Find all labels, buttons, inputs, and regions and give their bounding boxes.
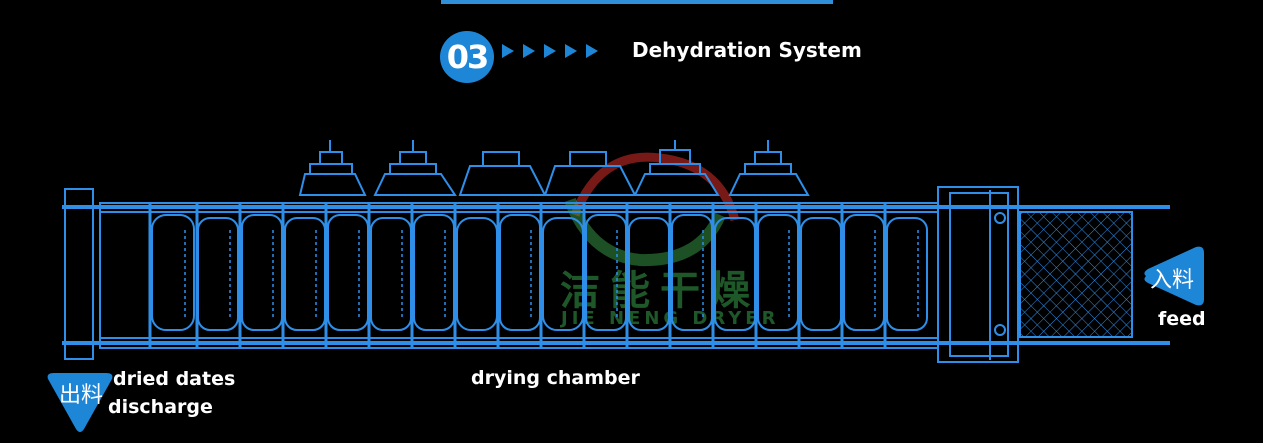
section-number: 03 (446, 38, 490, 76)
section-title: Dehydration System (632, 38, 862, 62)
watermark-text: 洁能干燥 (560, 268, 760, 314)
feed-label-cn: 入料 (1150, 268, 1195, 293)
triangle-right-icon (586, 44, 598, 58)
triangle-right-icon (502, 44, 514, 58)
triangle-right-icon (523, 44, 535, 58)
top-unit-6 (728, 140, 810, 196)
feed-label: feed (1158, 308, 1206, 330)
top-unit-4 (543, 151, 637, 196)
discharge-label-line2: discharge (108, 396, 213, 418)
discharge-label-cn: 出料 (59, 383, 104, 408)
triangle-right-icon (565, 44, 577, 58)
chamber-outline (99, 202, 939, 349)
feed-mesh (1019, 211, 1133, 338)
feed-badge: 入料 (1140, 243, 1206, 309)
top-unit-3 (458, 151, 547, 196)
top-unit-5 (633, 140, 720, 196)
discharge-end-frame (64, 188, 94, 360)
section-number-badge: 03 (440, 31, 494, 83)
triangle-down-badge (47, 373, 113, 432)
discharge-badge: 出料 (44, 371, 116, 435)
triangle-left-badge (1144, 246, 1204, 306)
arrow-sequence (502, 44, 598, 58)
header-top-bar (441, 0, 833, 4)
top-unit-2 (373, 140, 457, 196)
triangle-right-icon (544, 44, 556, 58)
top-unit-1 (298, 140, 367, 196)
discharge-label-line1: dried dates (113, 368, 236, 390)
drying-chamber-label: drying chamber (471, 367, 640, 389)
feed-drum (937, 186, 1019, 363)
